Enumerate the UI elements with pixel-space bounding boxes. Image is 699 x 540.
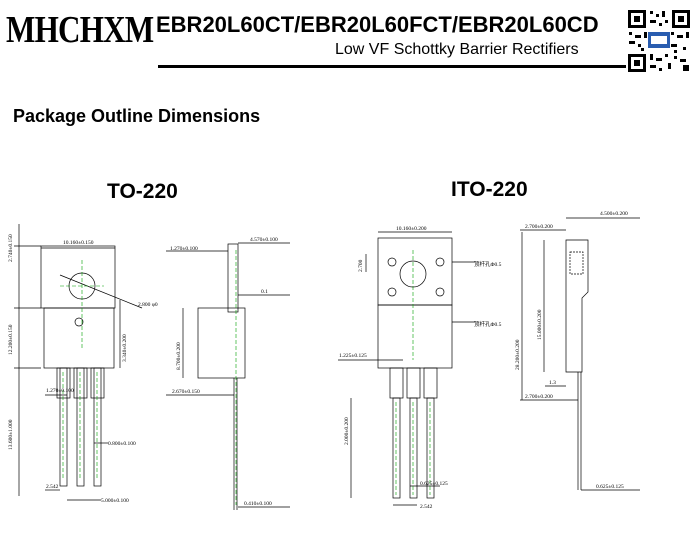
to220-side-view [166, 242, 290, 510]
to220-lead-length-label: 13.600±1.000 [8, 419, 14, 450]
to220-side-body-label: 8.700±0.200 [176, 342, 182, 370]
ito220-note1-label: 顶杆孔Φ0.5 [474, 260, 502, 268]
to220-front-view [14, 224, 143, 501]
document-title: EBR20L60CT/EBR20L60FCT/EBR20L60CD [156, 12, 599, 37]
ito220-lead-length-label: 2.000±0.200 [344, 417, 350, 445]
brand-logo: MHCHXM [6, 9, 154, 51]
to220-tab-height-label: 2.740±0.150 [8, 234, 14, 262]
ito220-front-view [338, 231, 475, 506]
ito220-note2-label: 顶杆孔Φ0.5 [474, 320, 502, 328]
ito220-side-depth-label: 4.500±0.200 [600, 211, 628, 217]
to220-side-tab-label: 1.270±0.100 [170, 246, 198, 252]
ito220-side-base-label: 2.700±0.200 [525, 394, 553, 400]
ito220-width-label: 10.160±0.200 [396, 226, 427, 232]
to220-lead-span-label: 5.000±0.100 [101, 498, 129, 504]
to220-hole-label: 2.800 φ0 [138, 302, 158, 308]
to220-side-base-label: 2.670±0.150 [172, 389, 200, 395]
ito220-lead-width-label: 1.225±0.125 [339, 353, 367, 359]
ito220-pitch-label: 2.542 [420, 504, 433, 510]
to220-side-depth-label: 4.570±0.100 [250, 237, 278, 243]
document-subtitle: Low VF Schottky Barrier Rectifiers [335, 41, 579, 58]
section-title: Package Outline Dimensions [13, 106, 261, 126]
ito220-side-body-label: 15.000±0.200 [537, 309, 543, 340]
qr-code [626, 8, 692, 74]
to220-pitch-label: 2.542 [46, 484, 59, 490]
to220-side-gap-label: 0.1 [261, 289, 268, 295]
ito220-lead-thickness-label: 0.625±0.125 [420, 481, 448, 487]
ito220-side-lead-label: 0.625±0.125 [596, 484, 624, 490]
ito220-side-top-label: 2.700±0.200 [525, 224, 553, 230]
to220-side-lead-label: 0.410±0.100 [244, 501, 272, 507]
ito220-side-view [520, 217, 640, 491]
ito220-hole-vert-label: 2.700 [358, 259, 364, 272]
to220-width-label: 10.160±0.150 [63, 240, 94, 246]
ito220-title: ITO-220 [451, 178, 528, 201]
to220-lead-thickness-label: 0.800±0.100 [108, 441, 136, 447]
header-divider [158, 65, 680, 68]
ito220-side-total-label: 28.200±0.200 [515, 339, 521, 370]
to220-body-height-label: 12.200±0.150 [8, 324, 14, 355]
ito220-side-step-label: 1.3 [549, 380, 556, 386]
to220-lead-width-label: 1.270±0.100 [46, 388, 74, 394]
to220-title: TO-220 [107, 180, 178, 203]
to220-lead-pitch-upper-label: 3.340±0.200 [122, 334, 128, 362]
